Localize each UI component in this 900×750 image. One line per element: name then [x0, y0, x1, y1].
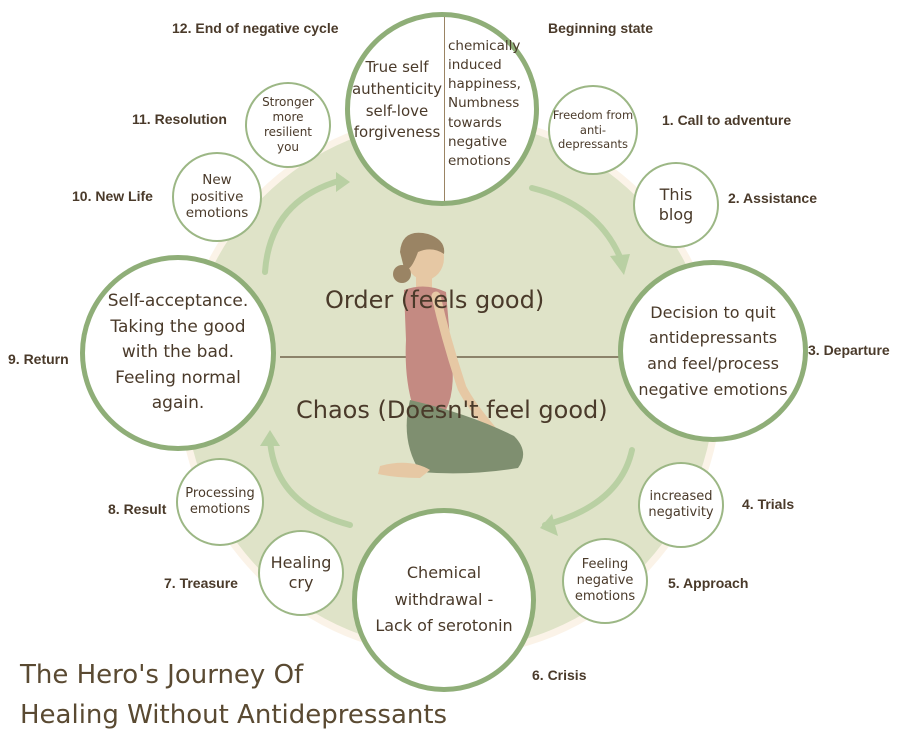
stage-text-line: cry	[288, 573, 314, 592]
stage-text-line: Decision to quit	[650, 302, 776, 322]
stage-text-line: Freedom from	[552, 108, 634, 123]
stage-text-line: Stronger	[262, 95, 314, 109]
arrow-top-left	[262, 177, 345, 275]
beginning-state-line: induced	[448, 57, 502, 74]
beginning-state-line: Numbness	[448, 95, 520, 112]
stage-6-label: 6. Crisis	[532, 667, 587, 683]
stage-text-line: emotions	[189, 502, 251, 517]
stage-text-line: positive	[190, 188, 244, 205]
end-state-line: self-love	[365, 101, 429, 120]
beginning-state-line: emotions	[448, 152, 511, 169]
beginning-state-line: negative	[448, 133, 508, 150]
beginning-state-line: happiness,	[448, 76, 521, 93]
order-label: Order (feels good)	[325, 286, 545, 314]
stage-11-circle: Stronger more resilient you	[245, 82, 331, 168]
title-line-1: The Hero's Journey Of	[20, 660, 304, 690]
arrowhead-bottom-right	[540, 514, 558, 536]
arrow-bottom-left	[267, 437, 353, 528]
arrowhead-bottom-left	[260, 430, 280, 446]
end-state-line: forgiveness	[353, 123, 441, 142]
stage-12-label: 12. End of negative cycle	[172, 20, 339, 36]
stage-text-line: depressants	[557, 137, 629, 152]
title-line-2: Healing Without Antidepressants	[20, 700, 448, 730]
stage-text-line: with the bad.	[121, 342, 235, 363]
stage-text-line: Processing	[185, 485, 255, 501]
stage-text-line: Feeling	[581, 556, 629, 572]
end-state-text: True self authenticity self-love forgive…	[350, 57, 444, 144]
stage-2-circle: This blog	[633, 162, 719, 248]
stage-5-circle: Feeling negative emotions	[562, 538, 648, 624]
stage-7-label: 7. Treasure	[164, 575, 238, 591]
stage-8-label: 8. Result	[108, 501, 167, 517]
arrow-top-right	[529, 185, 625, 265]
stage-text-line: and feel/process	[647, 354, 779, 373]
stage-1-label: 1. Call to adventure	[662, 112, 792, 128]
stage-text-line: Chemical	[406, 563, 482, 583]
arrowhead-top-right	[610, 254, 630, 275]
beginning-end-circle: True self authenticity self-love forgive…	[345, 12, 539, 206]
stage-text-line: antidepressants	[648, 328, 778, 348]
stage-text-line: New	[202, 171, 232, 188]
stage-text-line: This	[659, 185, 693, 204]
stage-text-line: more resilient	[264, 110, 312, 139]
stage-text-line: Feeling normal	[115, 367, 241, 388]
stage-4-circle: increased negativity	[638, 462, 724, 548]
stage-6-circle: Chemical withdrawal - Lack of serotonin	[352, 508, 536, 692]
end-state-line: True self	[365, 58, 429, 76]
stage-5-label: 5. Approach	[668, 575, 749, 591]
beginning-state-line: chemically	[448, 38, 521, 54]
stage-text-line: Lack of serotonin	[375, 616, 513, 636]
stage-4-label: 4. Trials	[742, 496, 795, 512]
chaos-label: Chaos (Doesn't feel good)	[296, 396, 608, 424]
stage-text-line: Taking the good	[110, 316, 246, 337]
stage-7-circle: Healing cry	[258, 530, 344, 616]
stage-text-line: Self-acceptance.	[107, 291, 249, 312]
stage-text-line: emotions	[185, 205, 249, 222]
stage-3-label: 3. Departure	[808, 342, 890, 358]
meditating-figure-icon	[378, 232, 524, 478]
stage-9-circle: Self-acceptance. Taking the good with th…	[80, 255, 276, 451]
arrowhead-top-left	[336, 172, 350, 192]
stage-text-line: you	[276, 140, 300, 154]
stage-2-label: 2. Assistance	[728, 190, 817, 206]
beginning-state-text: chemically induced happiness, Numbness t…	[448, 37, 534, 171]
stage-11-label: 11. Resolution	[132, 111, 227, 127]
stage-text-line: negativity	[648, 505, 714, 520]
stage-text-line: negative	[576, 572, 634, 588]
stage-text-line: emotions	[574, 589, 636, 605]
stage-text-line: increased	[649, 488, 713, 504]
end-state-line: authenticity	[351, 79, 443, 98]
stage-9-label: 9. Return	[8, 351, 69, 367]
stage-10-circle: New positive emotions	[172, 152, 262, 242]
stage-text-line: again.	[151, 393, 205, 414]
stage-text-line: blog	[658, 205, 694, 224]
beginning-state-line: towards	[448, 114, 502, 131]
arrow-bottom-right	[542, 447, 635, 528]
stage-text-line: withdrawal -	[394, 589, 494, 609]
stage-text-line: negative emotions	[638, 379, 788, 399]
stage-text-line: anti-	[579, 122, 607, 137]
stage-text-line: Healing	[270, 553, 332, 572]
beginning-state-label: Beginning state	[548, 20, 654, 36]
stage-10-label: 10. New Life	[72, 188, 153, 204]
split-divider	[444, 17, 445, 201]
stage-1-circle: Freedom from anti- depressants	[548, 85, 638, 175]
stage-8-circle: Processing emotions	[176, 458, 264, 546]
stage-3-circle: Decision to quit antidepressants and fee…	[618, 260, 808, 442]
